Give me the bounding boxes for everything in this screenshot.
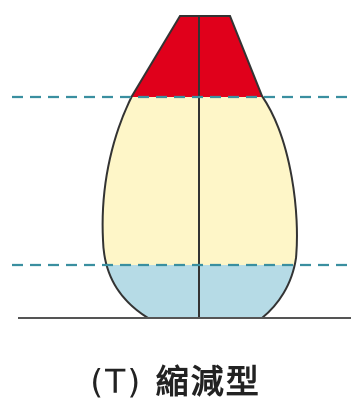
bottom-band-blue	[0, 265, 351, 325]
caption-label: (T)	[90, 362, 142, 401]
diagram-caption: (T) 縮減型	[0, 362, 351, 402]
middle-band-yellow	[0, 97, 351, 265]
top-band-red	[0, 0, 351, 97]
caption-title: 縮減型	[156, 362, 261, 401]
vase-fill-group	[0, 0, 351, 325]
